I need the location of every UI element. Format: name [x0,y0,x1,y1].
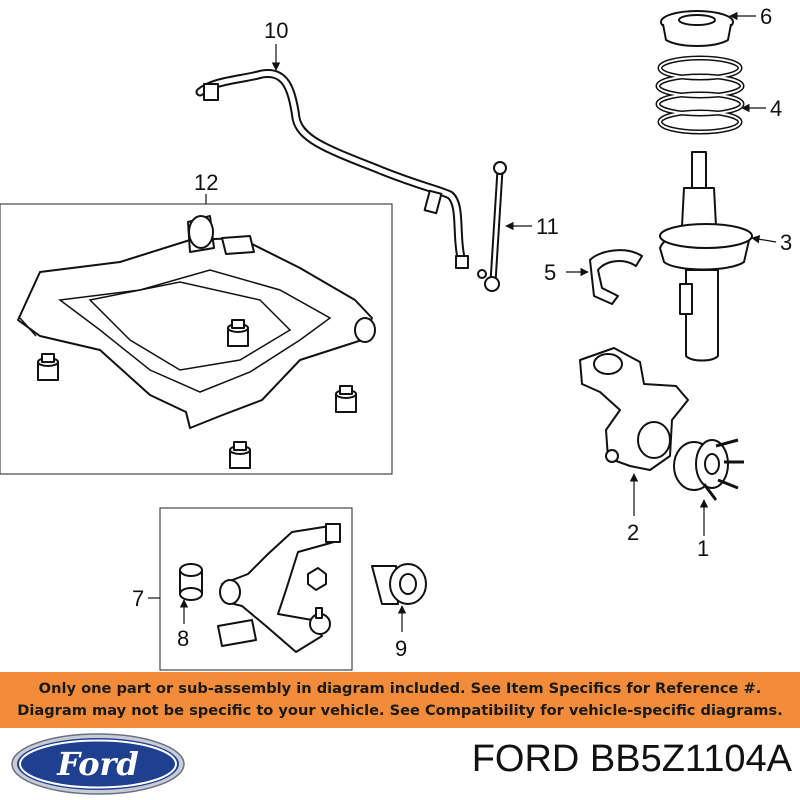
coil-spring [655,55,745,135]
strut-bracket [589,249,643,305]
steering-knuckle [579,347,689,471]
callout-4: 4 [770,96,782,121]
wheel-hub-bearing [673,438,744,501]
callout-7: 7 [132,586,144,611]
strut-upper-mount [660,10,734,47]
callout-10: 10 [264,18,288,43]
leader-3 [751,235,777,244]
callout-9: 9 [395,636,407,661]
lower-control-arm [217,523,341,653]
callout-8: 8 [177,626,189,651]
subframe-bushings [37,319,357,469]
lower-control-arm-box [159,507,353,671]
control-arm-bushing-rear [179,563,203,601]
disclaimer-line-1: Only one part or sub-assembly in diagram… [38,680,762,697]
ford-logo: Ford [11,733,185,795]
front-subframe [17,215,376,429]
disclaimer-line-2: Diagram may not be specific to your vehi… [17,702,783,719]
callout-2: 2 [627,520,639,545]
ford-logo-text: Ford [56,745,139,783]
part-number: FORD BB5Z1104A [471,738,792,780]
suspension-parts-diagram: 10 11 12 [0,4,792,671]
disclaimer-banner: Only one part or sub-assembly in diagram… [0,672,800,728]
callout-3: 3 [780,230,792,255]
callout-1: 1 [697,536,709,561]
stabilizer-link [477,161,507,292]
callout-12: 12 [194,170,218,195]
strut-assembly [659,151,753,362]
subframe-frame-box [0,203,393,475]
callout-6: 6 [760,4,772,29]
callout-5: 5 [544,260,556,285]
callout-11: 11 [536,214,559,239]
stabilizer-bar [195,68,469,269]
footer: Ford FORD BB5Z1104A [0,728,800,800]
control-arm-bushing-front [371,563,427,605]
